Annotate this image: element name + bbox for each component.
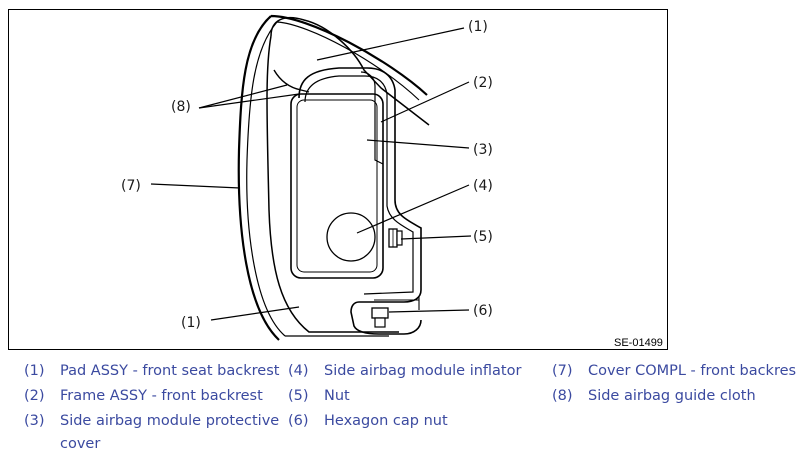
outer-cover-outline [237, 14, 428, 341]
legend-text: Pad ASSY - front seat backrest [60, 363, 280, 379]
pad-upper-edge [273, 69, 310, 93]
figure-code: SE-01499 [614, 337, 663, 349]
callout-2: (2) [473, 75, 493, 91]
outer-cover-inner-line [246, 21, 420, 337]
legend-number: (5) [288, 388, 309, 404]
legend-text: Frame ASSY - front backrest [60, 388, 263, 404]
callout-7: (7) [121, 178, 141, 194]
legend-text: Cover COMPL - front backrest [588, 363, 796, 379]
callout-1-bottom: (1) [181, 315, 201, 331]
legend-text: Side airbag module inflator [324, 363, 522, 379]
inflator-circle [326, 212, 376, 262]
legend-number: (7) [552, 363, 573, 379]
callout-3: (3) [473, 142, 493, 158]
leader-lines [150, 27, 472, 321]
legend-number: (1) [24, 363, 45, 379]
cap-nut-6 [371, 307, 389, 319]
frame-inner [304, 75, 414, 295]
legend-number: (6) [288, 413, 309, 429]
legend-number: (3) [24, 413, 45, 429]
legend-number: (4) [288, 363, 309, 379]
legend-text: Nut [324, 388, 350, 404]
legend-text: Hexagon cap nut [324, 413, 448, 429]
pad-outline [266, 16, 430, 333]
frame-outline [298, 67, 422, 335]
callout-6: (6) [473, 303, 493, 319]
legend-text: Side airbag module protective [60, 413, 280, 429]
callout-8: (8) [171, 99, 191, 115]
legend-text: Side airbag guide cloth [588, 388, 756, 404]
cap-nut-6-head [374, 317, 386, 328]
protective-cover-inner [296, 99, 378, 273]
legend-text-continued: cover [60, 436, 101, 452]
airbag-cross-section-figure: (1) (2) (3) (4) (5) (6) (7) (8) (1) SE-0… [8, 9, 668, 350]
legend-number: (8) [552, 388, 573, 404]
nut-5-washer [396, 230, 403, 246]
callout-1-top: (1) [468, 19, 488, 35]
legend: (1) Pad ASSY - front seat backrest (2) F… [0, 356, 796, 456]
protective-cover [290, 93, 384, 279]
cross-section-drawing: (1) (2) (3) (4) (5) (6) (7) (8) (1) SE-0… [121, 14, 663, 349]
callout-4: (4) [473, 178, 493, 194]
cover-tab [360, 71, 384, 165]
legend-number: (2) [24, 388, 45, 404]
callout-5: (5) [473, 229, 493, 245]
